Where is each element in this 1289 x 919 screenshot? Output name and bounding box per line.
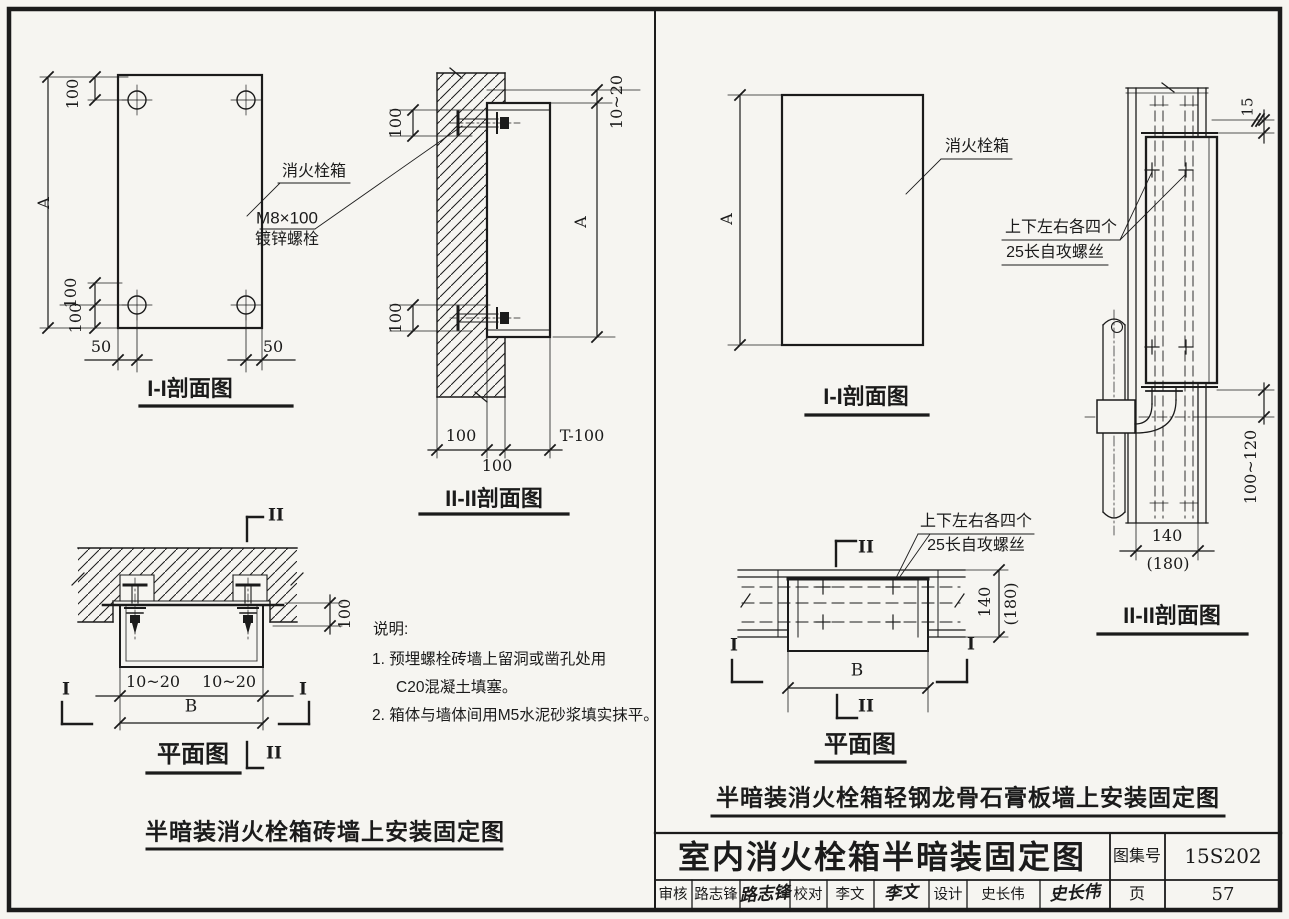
dim-label-a: A	[34, 197, 53, 209]
notes-line3: 2. 箱体与墙体间用M5水泥砂浆填实抹平。	[372, 707, 659, 724]
section-title-i-i: I-I剖面图	[823, 384, 909, 409]
dim-label-100: 100	[66, 302, 85, 334]
dim-label-140: 140	[975, 586, 994, 618]
section-title-ii-ii: II-II剖面图	[445, 486, 543, 511]
screw-note-line1: 上下左右各四个	[919, 513, 1033, 530]
titleblock-main-title: 室内消火栓箱半暗装固定图	[677, 839, 1087, 875]
section-marker-i: I	[62, 679, 70, 700]
dim-label-10-20: 10~20	[201, 672, 257, 691]
dim-label-10-20: 10~20	[125, 672, 181, 691]
dim-label-100: 100	[63, 78, 82, 110]
atlas-number-label: 图集号	[1112, 848, 1162, 865]
section-marker-ii: II	[858, 537, 874, 558]
section-marker-i: I	[730, 635, 738, 656]
section-marker-ii: II	[858, 696, 874, 717]
dim-label-100: 100	[335, 598, 354, 630]
page-label: 页	[1128, 886, 1146, 903]
dim-label-50: 50	[90, 337, 112, 356]
dim-label-b: B	[850, 660, 864, 681]
designer-name: 史长伟	[981, 886, 1025, 903]
page-number-value: 57	[1211, 884, 1235, 905]
plan-view-title: 平面图	[824, 731, 896, 758]
checker-signature: 李文	[883, 882, 919, 905]
reviewer-label: 审核	[658, 886, 688, 903]
notes-line1: 1. 预埋螺栓砖墙上留洞或凿孔处用	[372, 651, 607, 668]
dim-label-a: A	[571, 216, 590, 228]
left-figure-caption: 半暗装消火栓箱砖墙上安装固定图	[145, 818, 505, 845]
section-title-i-i: I-I剖面图	[147, 376, 233, 401]
section-marker-i: I	[967, 634, 975, 655]
dim-label-a: A	[717, 213, 736, 225]
dim-label-b: B	[184, 696, 198, 717]
checker-name: 李文	[835, 886, 865, 903]
notes-heading: 说明:	[373, 621, 409, 638]
plan-view-title: 平面图	[157, 741, 229, 768]
reviewer-name: 路志锋	[694, 886, 738, 903]
dim-label-10-20: 10~20	[607, 74, 626, 130]
designer-label: 设计	[933, 886, 963, 903]
bolt-label-line1: M8×100	[256, 208, 318, 228]
dim-label-15: 15	[1238, 97, 1257, 117]
dim-label-100: 100	[386, 107, 405, 139]
checker-label: 校对	[793, 886, 823, 903]
hydrant-box-label: 消火栓箱	[281, 163, 347, 180]
notes-line2: C20混凝土填塞。	[396, 679, 518, 696]
screw-note-line1: 上下左右各四个	[1004, 219, 1118, 236]
dim-label-100: 100	[445, 426, 477, 445]
atlas-number-value: 15S202	[1184, 844, 1262, 868]
dim-label-t100: T-100	[559, 426, 605, 445]
right-figure-caption: 半暗装消火栓箱轻钢龙骨石膏板墙上安装固定图	[716, 784, 1220, 811]
section-title-ii-ii: II-II剖面图	[1123, 603, 1221, 628]
section-marker-ii: II	[266, 743, 282, 764]
designer-signature: 史长伟	[1048, 881, 1102, 906]
section-marker-ii: II	[268, 505, 284, 526]
dim-label-50: 50	[262, 337, 284, 356]
hydrant-box-label: 消火栓箱	[944, 138, 1010, 155]
dim-label-100: 100	[386, 302, 405, 334]
dim-label-180: (180)	[1001, 582, 1020, 626]
dim-label-180: (180)	[1146, 554, 1190, 573]
reviewer-signature: 路志锋	[738, 882, 792, 907]
screw-note-line2: 25长自攻螺丝	[927, 537, 1025, 554]
section-marker-i: I	[299, 679, 307, 700]
bolt-label-line2: 镀锌螺栓	[254, 231, 320, 248]
dim-label-100: 100	[481, 456, 513, 475]
screw-note-line2: 25长自攻螺丝	[1006, 244, 1104, 261]
dim-label-140: 140	[1151, 526, 1183, 545]
dim-label-100-120: 100~120	[1241, 429, 1260, 505]
